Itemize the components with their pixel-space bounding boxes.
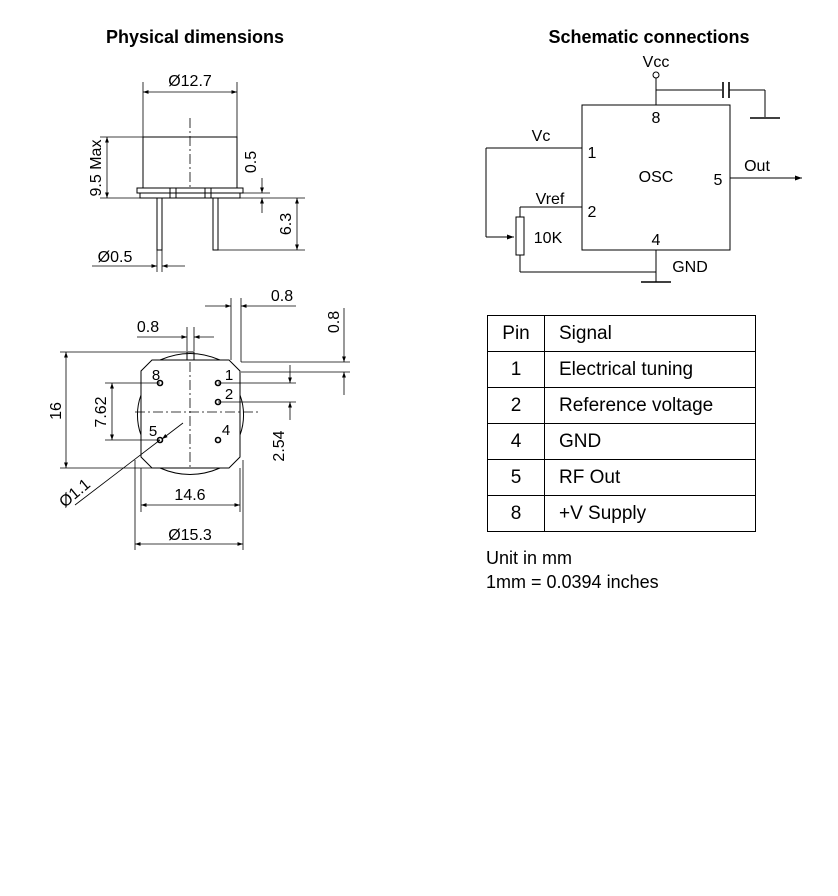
pin-label-1: 1 [225, 367, 233, 384]
vcc-label: Vcc [643, 54, 670, 71]
table-cell-pin: 5 [487, 459, 545, 496]
table-cell-signal: RF Out [544, 459, 756, 496]
table-cell-signal: GND [544, 423, 756, 460]
table-row: 5 RF Out [487, 459, 756, 496]
vc-label: Vc [532, 128, 551, 145]
dim-body-146: 14.6 [174, 487, 205, 504]
physical-dimensions-heading: Physical dimensions [106, 27, 284, 47]
table-cell-pin: 2 [487, 387, 545, 424]
schematic-pin-4: 4 [652, 232, 661, 249]
schematic-pin-8: 8 [652, 110, 661, 127]
out-label: Out [744, 158, 770, 175]
dim-edge-width: 0.8 [271, 288, 293, 305]
pin-label-5: 5 [149, 423, 157, 440]
gnd-label: GND [672, 259, 708, 276]
table-header-pin: Pin [487, 315, 545, 352]
dim-tab-width: 0.8 [137, 319, 159, 336]
potentiometer [515, 216, 525, 256]
table-cell-pin: 1 [487, 351, 545, 388]
table-row: 2 Reference voltage [487, 387, 756, 424]
pin-label-4: 4 [222, 422, 230, 439]
lead-left [156, 197, 163, 251]
pot-value-label: 10K [534, 230, 563, 247]
bottom-view-drawing [60, 298, 350, 550]
vcc-terminal [652, 71, 660, 79]
dim-base-thickness: 0.5 [243, 151, 260, 173]
vref-label: Vref [536, 191, 565, 208]
dim-height-max: 9.5 Max [88, 140, 105, 197]
schematic-pin-5: 5 [714, 172, 723, 189]
table-cell-signal: +V Supply [544, 495, 756, 532]
table-header-signal: Signal [544, 315, 756, 352]
dim-pitch-762: 7.62 [93, 396, 110, 427]
schematic-pin-2: 2 [588, 204, 597, 221]
dim-edge-height: 0.8 [326, 311, 343, 333]
base-flange [136, 187, 244, 194]
dim-flange-153: Ø15.3 [168, 527, 212, 544]
table-row: 4 GND [487, 423, 756, 460]
table-cell-signal: Reference voltage [544, 387, 756, 424]
table-cell-pin: 8 [487, 495, 545, 532]
table-row: 8 +V Supply [487, 495, 756, 532]
dim-pin-hole: Ø1.1 [56, 476, 94, 511]
table-cell-signal: Electrical tuning [544, 351, 756, 388]
dim-overall-16: 16 [48, 402, 65, 420]
body-outline [140, 359, 241, 469]
conversion-note: 1mm = 0.0394 inches [486, 572, 659, 592]
dim-lead-diameter: Ø0.5 [98, 249, 133, 266]
header-plate [139, 192, 241, 199]
osc-label: OSC [639, 169, 674, 186]
table-header-row: Pin Signal [487, 315, 756, 352]
pin-label-2: 2 [225, 386, 233, 403]
side-view-drawing [92, 82, 305, 272]
dim-lead-length: 6.3 [278, 213, 295, 235]
pin-4-hole [214, 436, 222, 444]
index-tab [186, 351, 195, 361]
table-cell-pin: 4 [487, 423, 545, 460]
table-row: 1 Electrical tuning [487, 351, 756, 388]
lead-right [212, 197, 219, 251]
schematic-connections-heading: Schematic connections [548, 27, 749, 47]
unit-note: Unit in mm [486, 548, 573, 568]
pin-label-8: 8 [152, 367, 160, 384]
schematic-pin-1: 1 [588, 145, 597, 162]
dim-pitch-254: 2.54 [271, 430, 288, 461]
dim-top-diameter: Ø12.7 [168, 73, 212, 90]
pin-signal-table: Pin Signal 1 Electrical tuning 2 Referen… [487, 315, 756, 532]
schematic-drawing [485, 71, 802, 283]
